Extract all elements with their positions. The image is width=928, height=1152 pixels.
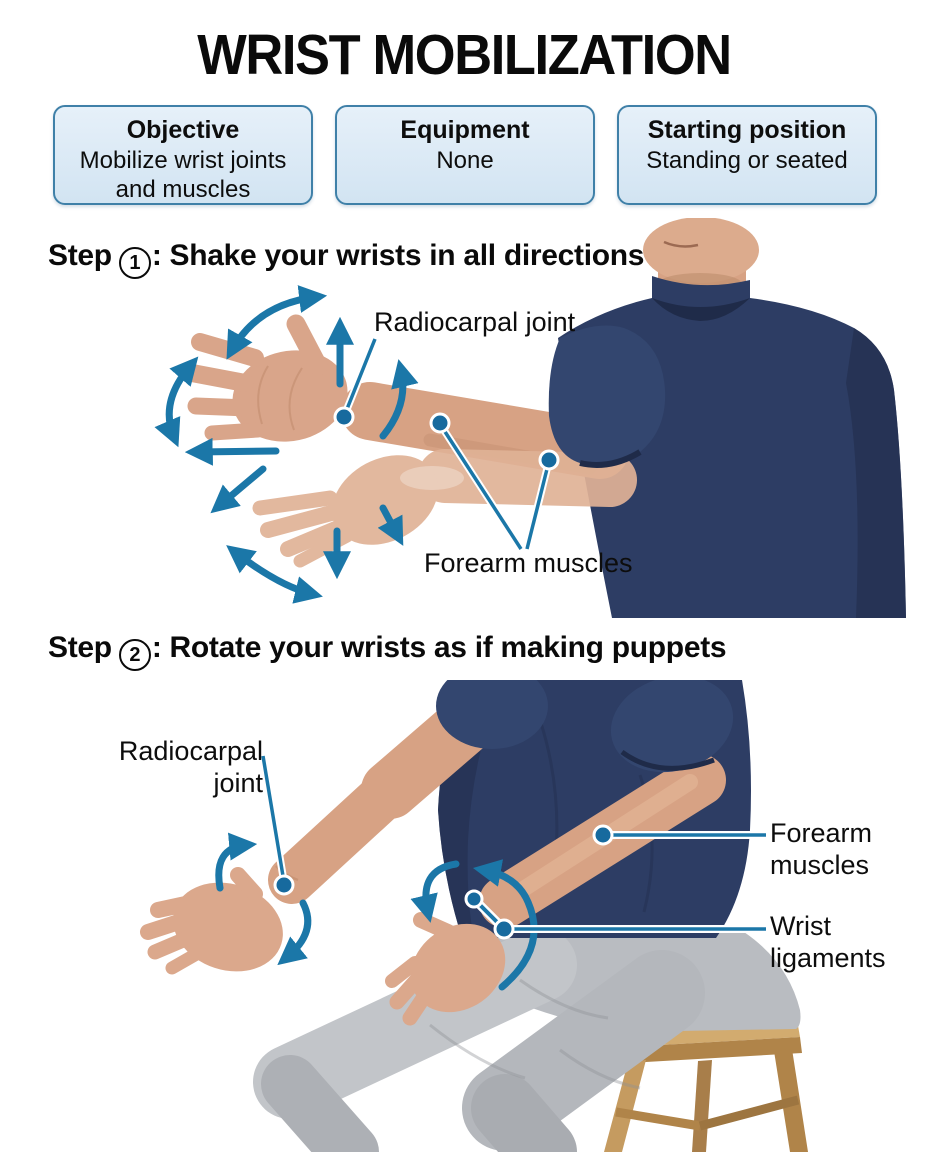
left-hand — [140, 865, 299, 975]
curved-up-right-arrow — [379, 359, 419, 440]
radiocarpal-joint-dot — [333, 406, 355, 428]
step2-number-badge: 2 — [118, 639, 151, 671]
right-sleeve — [610, 680, 734, 773]
left-forearm — [268, 766, 414, 904]
left-wrist-rotation-arrow-top — [215, 832, 258, 892]
seated-man-figure — [140, 680, 801, 1152]
step2-wrist-ligaments-label: Wrist ligaments — [770, 911, 886, 973]
rotation-arrows — [215, 832, 538, 991]
info-box-heading: Starting position — [647, 116, 847, 144]
tshirt-collar — [652, 298, 750, 321]
wrist-ligaments-dot-1 — [464, 889, 484, 909]
step1-radiocarpal-joint-label: Radiocarpal joint — [374, 307, 576, 337]
info-box-body: Standing or seated — [646, 146, 848, 174]
radiocarpal-joint-dot — [273, 874, 295, 896]
sleeve-hem — [579, 449, 642, 468]
step2-prefix: Step — [48, 631, 112, 664]
info-box-equipment: Equipment None — [335, 105, 595, 205]
forearm-muscle-dot-1 — [429, 412, 451, 434]
curved-arrow-left — [154, 356, 199, 448]
info-box-heading: Objective — [126, 116, 240, 144]
forearm-muscles-dot — [592, 824, 614, 846]
shake-direction-arrows — [154, 285, 419, 604]
info-box-body: None — [436, 146, 494, 174]
down-left-arrow — [210, 465, 267, 514]
page-title: WRIST MOBILIZATION — [197, 23, 732, 87]
tshirt-sleeve — [548, 325, 666, 465]
left-shin — [261, 1055, 379, 1152]
mouth — [663, 240, 699, 248]
left-arrow — [184, 437, 280, 466]
curved-arrow-top — [226, 285, 328, 360]
right-wrist-rotation-arrow-right — [472, 859, 538, 991]
pants-creases — [429, 978, 641, 1090]
info-box-heading: Equipment — [400, 116, 530, 144]
standing-man-figure — [183, 218, 906, 618]
step1-number-badge: 1 — [118, 247, 151, 279]
right-shin — [471, 1074, 577, 1152]
wrist-ligaments-dot-2 — [493, 918, 515, 940]
step1-prefix: Step — [48, 239, 112, 272]
down-right-arrow — [377, 504, 404, 546]
upper-hand — [183, 314, 348, 442]
right-wrist-rotation-arrow-left — [410, 860, 460, 923]
tshirt-shading — [846, 328, 906, 618]
step2-leader-lines — [259, 755, 766, 940]
step1-forearm-muscles-label: Forearm muscles — [424, 548, 633, 578]
forearm-muscle-dot-2 — [538, 449, 560, 471]
step1-title-text: : Shake your wrists in all directions — [151, 239, 645, 272]
info-box-starting-position: Starting position Standing or seated — [617, 105, 877, 205]
curved-arrow-bottom — [226, 545, 323, 604]
info-box-row: Objective Mobilize wrist joints and musc… — [53, 105, 877, 205]
step2-radiocarpal-joint-label: Radiocarpal joint — [118, 736, 263, 798]
info-box-body: Mobilize wrist joints and muscles — [79, 146, 287, 203]
step1-leader-lines — [333, 337, 560, 552]
step2-forearm-muscles-label: Forearm muscles — [770, 818, 873, 880]
left-sleeve — [436, 680, 548, 749]
right-sleeve-hem — [620, 749, 715, 771]
info-box-objective: Objective Mobilize wrist joints and musc… — [53, 105, 313, 205]
step1-illustration — [154, 218, 906, 618]
chin — [643, 218, 759, 283]
step2-illustration — [140, 680, 808, 1152]
left-wrist-rotation-arrow-bottom — [277, 899, 312, 966]
step2-title-text: : Rotate your wrists as if making puppet… — [151, 631, 727, 664]
